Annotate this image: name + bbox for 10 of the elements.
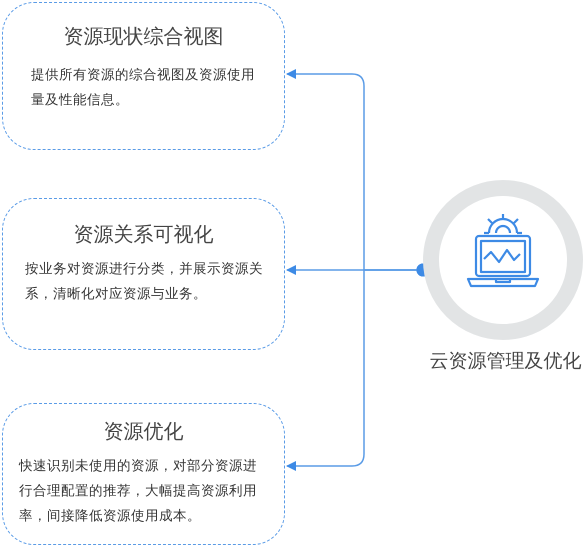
hub-label: 云资源管理及优化 xyxy=(428,349,582,374)
card-title: 资源现状综合视图 xyxy=(62,23,224,50)
card-description: 按业务对资源进行分类，并展示资源关系，清晰化对应资源与业务。 xyxy=(25,260,264,304)
card-title: 资源优化 xyxy=(102,418,184,445)
rounded-card xyxy=(2,2,285,150)
card-description: 提供所有资源的综合视图及资源使用量及性能信息。 xyxy=(31,66,256,110)
card-title: 资源关系可视化 xyxy=(72,221,214,248)
card-description: 快速识别未使用的资源，对部分资源进行合理配置的推荐，大幅提高资源利用率，间接降低资源使用成本。 xyxy=(19,457,258,526)
rounded-card xyxy=(2,403,285,545)
rounded-card xyxy=(2,198,285,350)
